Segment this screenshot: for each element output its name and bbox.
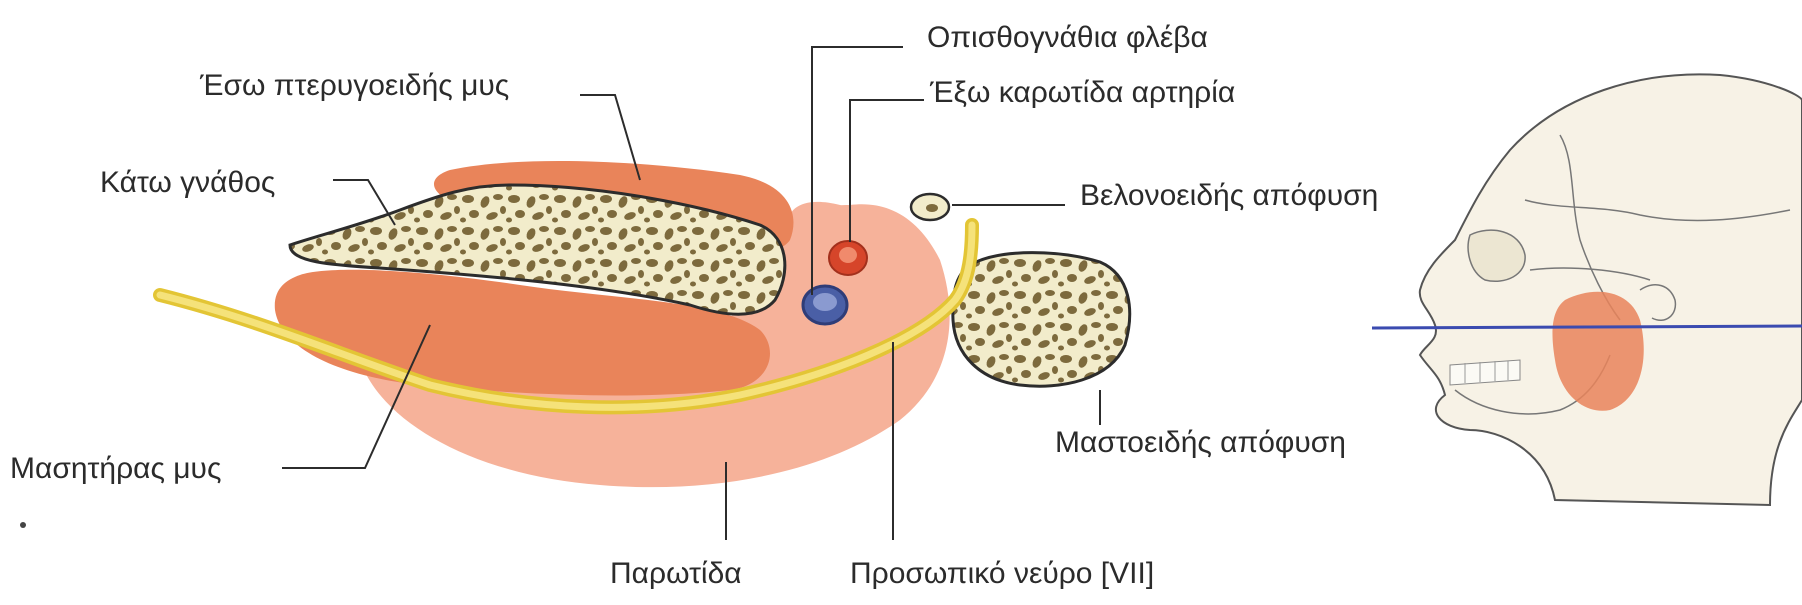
label-medial-pterygoid: Έσω πτερυγοειδής μυς (199, 69, 509, 102)
label-external-carotid: Έξω καρωτίδα αρτηρία (929, 76, 1235, 109)
label-retromandibular-vein: Οπισθογνάθια φλέβα (927, 21, 1208, 54)
decorative-dot (20, 522, 26, 528)
label-facial-nerve: Προσωπικό νεύρο [VII] (850, 557, 1154, 590)
mastoid-process-bone (953, 253, 1130, 387)
label-parotid: Παρωτίδα (610, 557, 742, 590)
label-mastoid-process: Μαστοειδής απόφυση (1055, 426, 1346, 459)
skull-icon (1372, 74, 1802, 505)
label-styloid-process: Βελονοειδής απόφυση (1080, 179, 1378, 212)
head-outline (1420, 74, 1802, 505)
label-mandible: Κάτω γνάθος (100, 166, 275, 199)
section-plane-line (1372, 326, 1802, 328)
label-masseter: Μασητήρας μυς (10, 452, 221, 485)
